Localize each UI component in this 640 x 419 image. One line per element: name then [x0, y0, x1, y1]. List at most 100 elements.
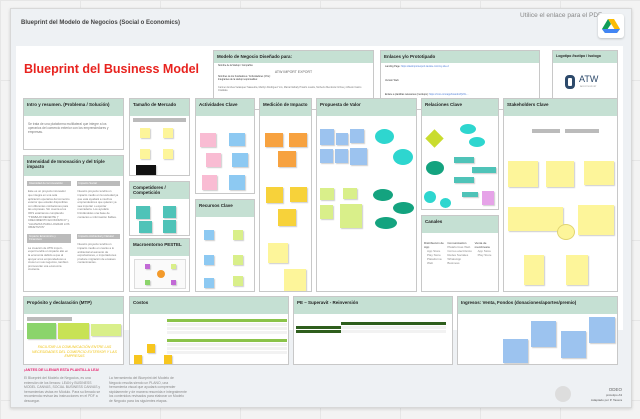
- sticky-note[interactable]: [278, 151, 296, 167]
- panel-header: Actividades Clave: [196, 99, 254, 116]
- sticky-note[interactable]: [340, 204, 362, 228]
- ellipse-note[interactable]: [373, 189, 393, 201]
- sticky-note[interactable]: [204, 255, 214, 265]
- sticky-note[interactable]: [200, 133, 216, 147]
- sticky-note[interactable]: [233, 230, 243, 240]
- sticky-note[interactable]: [320, 205, 333, 219]
- sticky-note[interactable]: [531, 321, 556, 347]
- sticky-note[interactable]: [578, 205, 614, 235]
- sticky-note[interactable]: [454, 157, 474, 163]
- market-panel: Tamaño de Mercado: [129, 98, 190, 176]
- signature-logo: [555, 386, 571, 402]
- pestel-panel: Macroentorno PESTEL: [129, 238, 190, 292]
- ellipse-note[interactable]: [424, 191, 436, 203]
- sticky-note[interactable]: [206, 153, 221, 167]
- ellipse-note[interactable]: [440, 198, 451, 208]
- ellipse-note[interactable]: [393, 149, 413, 165]
- section-label: Impacto Social: [76, 181, 120, 187]
- members: Carmen Andrea Velasquez Saavedra, Marily…: [218, 86, 362, 93]
- sticky-note[interactable]: [320, 188, 334, 200]
- sticky-note[interactable]: [136, 165, 156, 175]
- panel-header: Intensidad de Innovación y del triple im…: [24, 156, 123, 176]
- competitors-panel: Competidores / Competición: [129, 181, 190, 236]
- google-drive-icon[interactable]: [598, 14, 624, 38]
- ellipse-note[interactable]: [469, 137, 485, 147]
- board-title: Blueprint del Modelo de Negocios (Social…: [21, 20, 181, 26]
- sticky-note[interactable]: [163, 149, 173, 159]
- sticky-note[interactable]: [278, 209, 296, 226]
- node: [164, 355, 172, 364]
- sticky-note[interactable]: [233, 276, 243, 286]
- sticky-note[interactable]: [163, 206, 176, 218]
- costs-table: [167, 319, 287, 335]
- pdf-hint[interactable]: Utilice el enlace para el PDF: [520, 12, 603, 19]
- sticky-note[interactable]: [204, 230, 214, 240]
- sticky-note[interactable]: [233, 255, 243, 265]
- sticky-note[interactable]: [335, 149, 348, 163]
- sticky-note[interactable]: [462, 192, 478, 197]
- sticky-note[interactable]: [265, 133, 283, 147]
- sticky-note[interactable]: [229, 133, 245, 146]
- label: Nombres de los Fundadores / Cofundadores…: [218, 76, 271, 78]
- sticky-note[interactable]: [266, 187, 283, 203]
- node: [134, 355, 142, 364]
- column-title: Distribución de App: [424, 241, 444, 249]
- sticky-note[interactable]: [508, 161, 538, 187]
- sticky-note[interactable]: [163, 220, 176, 233]
- ellipse-note[interactable]: [557, 224, 575, 240]
- sticky-note[interactable]: [27, 323, 56, 339]
- sticky-note[interactable]: [320, 149, 333, 163]
- ellipse-note[interactable]: [393, 202, 414, 214]
- sticky-note[interactable]: [91, 324, 121, 336]
- label: Version Web:: [385, 79, 400, 83]
- panel-header: Ingresos: Venta, Fondos (donaciones/apor…: [458, 297, 617, 314]
- sticky-note[interactable]: [139, 221, 152, 233]
- sticky-note[interactable]: [58, 323, 89, 339]
- sticky-note[interactable]: [336, 133, 348, 145]
- sticky-note[interactable]: [472, 167, 496, 173]
- panel-header: Logotipo /Isotipo / Isologo: [553, 51, 617, 63]
- main-title: Blueprint del Business Model: [24, 62, 200, 76]
- sticky-note[interactable]: [202, 175, 217, 190]
- ellipse-note[interactable]: [426, 161, 444, 175]
- panel-header: Intro y resumen. (Problema / Solución): [24, 99, 123, 116]
- sticky-note[interactable]: [561, 331, 586, 358]
- sticky-note[interactable]: [503, 339, 528, 363]
- sticky-note[interactable]: [454, 177, 474, 183]
- sticky-note[interactable]: [482, 191, 494, 205]
- sticky-note[interactable]: [136, 206, 150, 219]
- panel-header: Tamaño de Mercado: [130, 99, 189, 116]
- sticky-note[interactable]: [508, 207, 563, 231]
- sticky-note[interactable]: [284, 269, 306, 291]
- sticky-note[interactable]: [204, 278, 214, 288]
- sticky-note[interactable]: [343, 188, 357, 199]
- sticky-note[interactable]: [524, 255, 544, 285]
- landing-link[interactable]: https://atwimportexport.wixsite.com/my-s…: [401, 65, 449, 68]
- purpose-panel: Propósito y declaración (MTP) FACILITAR …: [23, 296, 124, 365]
- sticky-note[interactable]: [589, 317, 615, 343]
- sticky-note[interactable]: [229, 175, 245, 190]
- sticky-note[interactable]: [289, 133, 307, 147]
- sticky-note[interactable]: [290, 187, 307, 202]
- sticky-note[interactable]: [350, 148, 367, 165]
- list-item: Correo electrónico: [447, 249, 472, 253]
- sticky-note[interactable]: [566, 255, 588, 285]
- sticky-note[interactable]: [320, 129, 334, 145]
- intro-panel: Intro y resumen. (Problema / Solución) S…: [23, 98, 124, 150]
- sticky-note[interactable]: [350, 129, 364, 143]
- prototype-link[interactable]: https://miro.com/app/board/uXjVOL...: [429, 93, 469, 97]
- sticky-note[interactable]: [163, 128, 173, 138]
- sticky-note[interactable]: [268, 243, 288, 263]
- panel-header: Medición de Impacto: [260, 99, 311, 116]
- sticky-note[interactable]: [140, 149, 150, 159]
- sticky-note[interactable]: [140, 128, 150, 138]
- sticky-note[interactable]: [232, 153, 248, 167]
- sticky-note[interactable]: [584, 161, 614, 185]
- ellipse-note[interactable]: [375, 217, 397, 229]
- sticky-note[interactable]: [546, 161, 574, 187]
- diamond-node[interactable]: [425, 129, 444, 148]
- ellipse-note[interactable]: [375, 129, 394, 144]
- activities-panel: Actividades Clave: [195, 98, 255, 194]
- ellipse-note[interactable]: [460, 124, 476, 134]
